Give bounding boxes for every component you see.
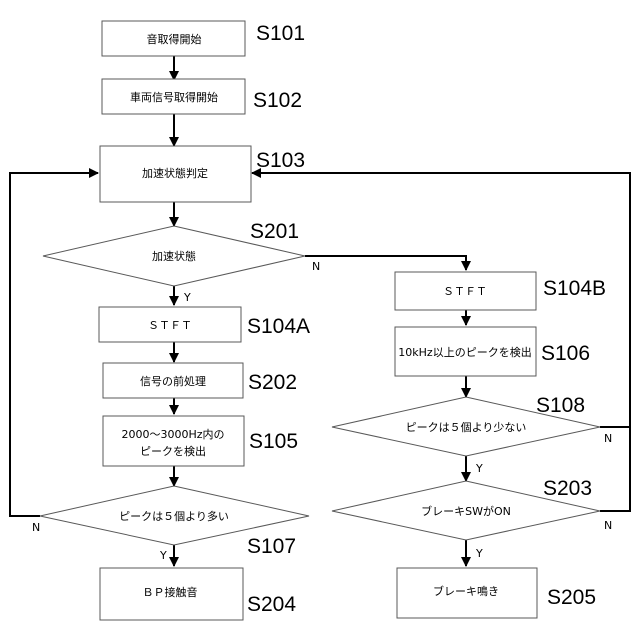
step-id: S103 [256, 149, 305, 172]
branch-no-label: N [312, 260, 320, 273]
branch-yes-label: Y [475, 547, 483, 560]
node-s106: 10kHz以上のピークを検出 S106 [395, 327, 590, 376]
branch-no-label: N [604, 432, 612, 445]
node-label: ピークは５個より多い [119, 509, 229, 523]
node-s204: ＢＰ接触音 S204 [100, 568, 296, 620]
node-label: ＢＰ接触音 [143, 585, 198, 599]
node-label: 加速状態判定 [142, 166, 208, 180]
node-label: ピークは５個より少ない [406, 421, 527, 434]
node-s107: ピークは５個より多い S107 Y N [32, 486, 309, 562]
step-id: S108 [536, 394, 585, 417]
step-id: S104A [247, 315, 310, 338]
step-id: S104B [543, 277, 606, 300]
node-s102: 車両信号取得開始 S102 [102, 79, 302, 114]
node-label: ＳＴＦＴ [148, 319, 192, 332]
node-label: ブレーキSWがON [421, 504, 511, 518]
node-label-line1: 2000～3000Hz内の [121, 427, 224, 441]
node-s101: 音取得開始 S101 [102, 21, 305, 56]
step-id: S205 [547, 586, 596, 609]
node-label: 加速状態 [152, 249, 196, 263]
node-label: 信号の前処理 [140, 374, 206, 388]
node-s203: ブレーキSWがON S203 Y N [332, 477, 612, 560]
arrow-s201-s104b [305, 256, 466, 270]
node-s105: 2000～3000Hz内の ピークを検出 S105 [103, 416, 298, 466]
node-s104a: ＳＴＦＴ S104A [99, 307, 310, 342]
node-label: 車両信号取得開始 [130, 90, 218, 104]
step-id: S204 [247, 593, 296, 616]
node-label: 音取得開始 [147, 32, 202, 46]
node-label: 10kHz以上のピークを検出 [398, 345, 531, 359]
step-id: S202 [248, 371, 297, 394]
step-id: S106 [541, 342, 590, 365]
step-id: S105 [249, 430, 298, 453]
node-s104b: ＳＴＦＴ S104B [395, 272, 606, 310]
branch-yes-label: Y [183, 291, 191, 304]
step-id: S203 [543, 477, 592, 500]
branch-no-label: N [604, 519, 612, 532]
node-s202: 信号の前処理 S202 [103, 363, 297, 398]
process-box [103, 416, 244, 466]
branch-yes-label: Y [475, 462, 483, 475]
node-s201: 加速状態 S201 Y N [43, 220, 320, 304]
step-id: S107 [247, 535, 296, 558]
branch-yes-label: Y [159, 549, 167, 562]
node-label: ブレーキ鳴き [433, 584, 499, 598]
node-s205: ブレーキ鳴き S205 [397, 568, 596, 618]
step-id: S201 [250, 220, 299, 243]
node-label: ＳＴＦＴ [443, 285, 487, 298]
step-id: S101 [256, 22, 305, 45]
node-s108: ピークは５個より少ない S108 Y N [332, 394, 612, 475]
step-id: S102 [253, 89, 302, 112]
arrow-s107-loop-s103 [10, 173, 98, 516]
node-label-line2: ピークを検出 [140, 444, 206, 458]
branch-no-label: N [32, 521, 40, 534]
